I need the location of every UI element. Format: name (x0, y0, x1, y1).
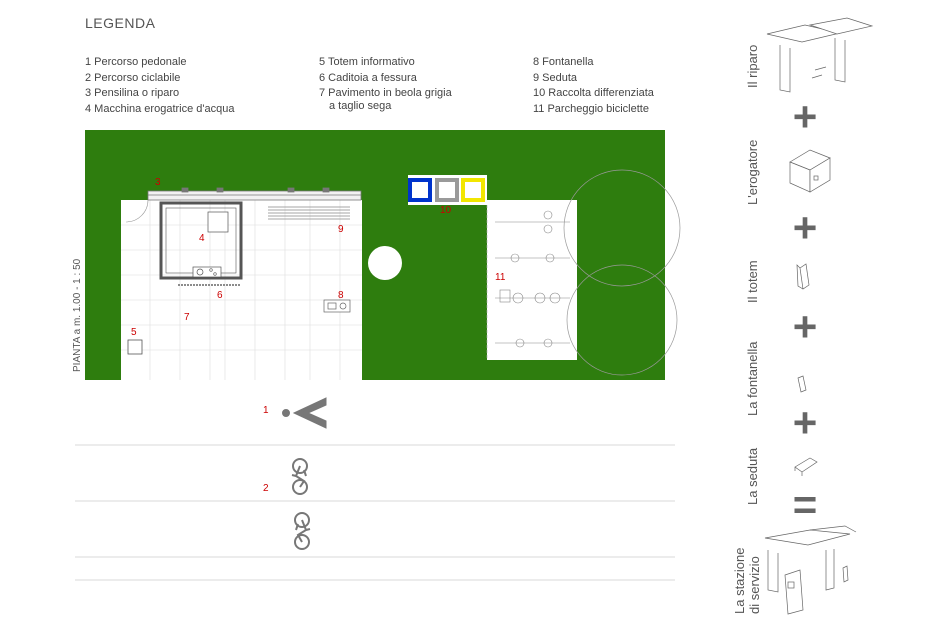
fountain (323, 299, 351, 313)
marker-2: 2 (263, 483, 269, 494)
grass-strip (408, 200, 487, 380)
marker-3: 3 (155, 177, 161, 188)
plus-sign: + (792, 204, 818, 251)
bin-blue (408, 178, 432, 202)
round-planter (368, 246, 402, 280)
grass-area-bottom-right (487, 360, 665, 380)
grass-area-left (85, 130, 121, 380)
legend-item: 10 Raccolta differenziata (533, 87, 654, 99)
side-label-shelter: Il riparo (745, 44, 760, 88)
bench (268, 206, 350, 220)
legend-column-1: 1 Percorso pedonale 2 Percorso ciclabile… (85, 55, 234, 117)
side-label-dispenser: L'erogatore (745, 139, 760, 205)
marker-7: 7 (184, 312, 190, 323)
bin-yellow (461, 178, 485, 202)
legend-item: a taglio sega (329, 99, 392, 112)
path-lines (75, 444, 675, 581)
legend-item: 8 Fontanella (533, 56, 594, 68)
plan-scale-label: PIANTA a m. 1.00 - 1 : 50 (72, 258, 83, 372)
info-totem (127, 339, 143, 355)
legend-item: 7 Pavimento in beola grigia (319, 87, 452, 99)
side-label-result-line1: La stazione (732, 547, 747, 615)
tree-canopies (563, 169, 681, 376)
legend-item: 6 Caditoia a fessura (319, 71, 417, 84)
legend-item: 9 Seduta (533, 71, 578, 84)
shelter-icon (766, 17, 874, 93)
dispenser-icon (789, 149, 831, 193)
plus-sign: + (792, 303, 818, 350)
marker-6: 6 (217, 290, 223, 301)
water-dispenser (159, 201, 243, 280)
side-label-totem: Il totem (745, 260, 760, 303)
bin-grey (435, 178, 459, 202)
legend-column-3: 8 Fontanella 9 Seduta 10 Raccolta differ… (533, 55, 654, 117)
shelter-canopy (147, 187, 362, 201)
totem-icon (796, 263, 810, 290)
marker-10: 10 (440, 205, 452, 216)
pedestrian-arrow-icon (282, 397, 327, 429)
bicycle-icon (294, 512, 311, 550)
marker-4: 4 (199, 233, 205, 244)
marker-8: 8 (338, 290, 344, 301)
legend-item: 5 Totem informativo (319, 56, 415, 68)
fountain-icon (797, 375, 807, 393)
legend-item: 2 Percorso ciclabile (85, 71, 181, 84)
marker-1: 1 (263, 405, 269, 416)
parked-bikes (495, 210, 570, 348)
legend-item: 1 Percorso pedonale (85, 56, 187, 68)
side-label-result-line2: di servizio (747, 556, 762, 614)
legend-item: 4 Macchina erogatrice d'acqua (85, 102, 235, 115)
legend-item: 11 Parcheggio biciclette (533, 102, 649, 115)
equals-sign: = (792, 481, 818, 528)
grass-area-right (577, 130, 665, 380)
side-label-bench: La seduta (745, 447, 760, 505)
bicycle-icon (291, 458, 308, 495)
legend-title: LEGENDA (85, 15, 156, 31)
door-swing (125, 199, 149, 223)
marker-9: 9 (338, 224, 344, 235)
plus-sign: + (792, 399, 818, 446)
bench-icon (794, 457, 818, 476)
service-station-icon (764, 525, 857, 615)
legend-column-2: 5 Totem informativo 6 Caditoia a fessura… (319, 55, 452, 114)
marker-5: 5 (131, 327, 137, 338)
marker-11: 11 (495, 272, 506, 283)
plus-sign: + (792, 93, 818, 140)
legend-item: 3 Pensilina o riparo (85, 87, 180, 99)
side-label-result: La stazione di servizio (732, 548, 762, 615)
side-label-fountain: La fontanella (745, 341, 760, 416)
